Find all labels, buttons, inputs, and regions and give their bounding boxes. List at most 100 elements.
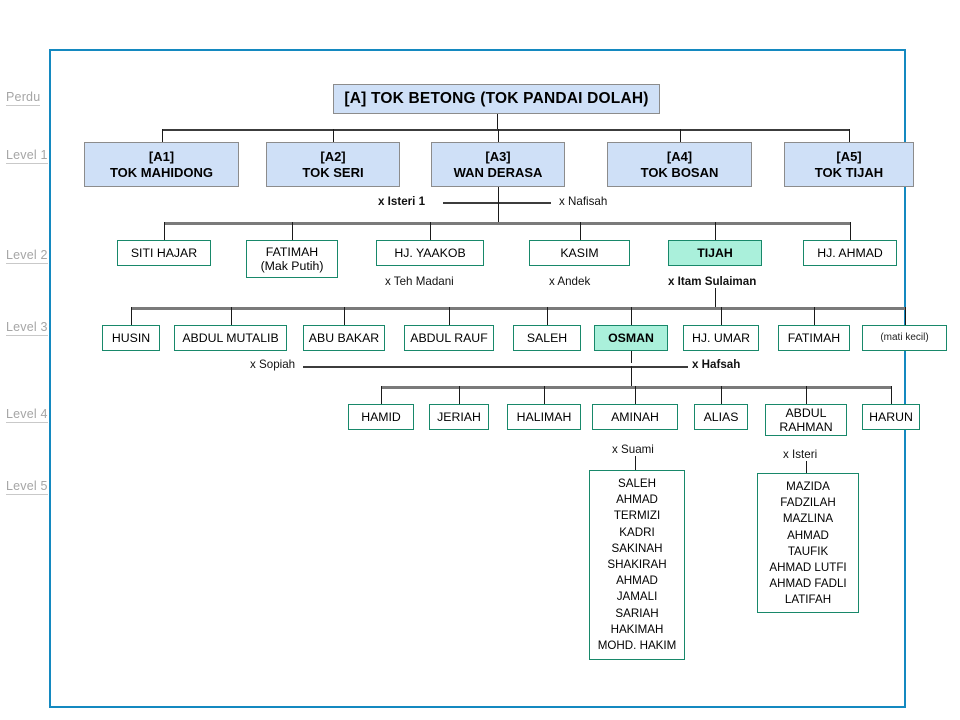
list-item: AHMAD [616, 493, 658, 507]
list-item: MAZLINA [782, 512, 834, 526]
connector-vertical [498, 202, 499, 212]
node-level3-fatimah-7[interactable]: FATIMAH [778, 325, 850, 351]
node-level2-siti-hajar[interactable]: SITI HAJAR [117, 240, 211, 266]
connector-vertical [498, 212, 499, 222]
connector-vertical [679, 129, 681, 142]
node-name: TOK BOSAN [640, 164, 719, 180]
node-name: TIJAH [697, 245, 733, 260]
connector-vertical [850, 222, 851, 240]
connector-vertical [631, 378, 632, 386]
spouse-isteri-1: x Isteri 1 [378, 195, 426, 208]
node-root-tok-betong[interactable]: [A] TOK BETONG (TOK PANDAI DOLAH) [333, 84, 660, 114]
node-level4-harun[interactable]: HARUN [862, 404, 920, 430]
node-level4-aminah[interactable]: AMINAH [592, 404, 678, 430]
list-item: MAZIDA [786, 480, 830, 493]
connector-vertical [230, 307, 232, 325]
connector-vertical [631, 351, 632, 363]
node-name: HUSIN [111, 330, 151, 345]
connector-vertical [891, 386, 892, 404]
node-name: HJ. AHMAD [817, 245, 883, 260]
node-name: JERIAH [437, 409, 481, 424]
gutter-label-level-4: Level 4 [6, 407, 48, 423]
list-item: HAKIMAH [610, 622, 664, 636]
list-item: AHMAD LUTFI [769, 561, 847, 575]
node-name: ALIAS [703, 409, 739, 424]
node-level3-saleh-4[interactable]: SALEH [513, 325, 581, 351]
node-code: [A1] [148, 149, 175, 165]
node-level4-jeriah[interactable]: JERIAH [429, 404, 489, 430]
gutter-label-level-2: Level 2 [6, 248, 48, 264]
node-name: AMINAH [611, 409, 659, 424]
node-level3-abdul-mutalib-1[interactable]: ABDUL MUTALIB [174, 325, 287, 351]
node-level2-fatimah[interactable]: FATIMAH(Mak Putih) [246, 240, 338, 278]
spouse-itam-sulaiman: x Itam Sulaiman [668, 275, 757, 288]
node-level2-hj-yaakob[interactable]: HJ. YAAKOB [376, 240, 484, 266]
connector-vertical [849, 129, 850, 142]
sibling-rail [303, 366, 688, 368]
node-level2-kasim[interactable]: KASIM [529, 240, 630, 266]
node-level1-tok-bosan[interactable]: [A4]TOK BOSAN [607, 142, 752, 187]
root-label: [A] TOK BETONG (TOK PANDAI DOLAH) [344, 89, 649, 107]
node-level1-tok-seri[interactable]: [A2]TOK SERI [266, 142, 400, 187]
list-item: SHAKIRAH [607, 558, 667, 572]
node-level4-hamid[interactable]: HAMID [348, 404, 414, 430]
sibling-rail [381, 386, 891, 389]
connector-vertical [292, 222, 293, 240]
connector-vertical [131, 307, 132, 325]
node-level1-wan-derasa[interactable]: [A3]WAN DERASA [431, 142, 565, 187]
node-name: HJ. YAAKOB [394, 245, 466, 260]
node-level2-hj-ahmad[interactable]: HJ. AHMAD [803, 240, 897, 266]
connector-vertical [164, 222, 165, 240]
node-name: FATIMAH [265, 244, 319, 259]
list-item: SAKINAH [611, 541, 663, 555]
connector-vertical [721, 386, 722, 404]
connector-vertical [449, 307, 450, 325]
node-level3-osman-5[interactable]: OSMAN [594, 325, 668, 351]
connector-vertical [430, 222, 431, 240]
connector-vertical [333, 129, 334, 142]
node-level4-alias[interactable]: ALIAS [694, 404, 748, 430]
node-subname: (Mak Putih) [260, 259, 324, 273]
connector-vertical [459, 386, 460, 404]
list-item: SARIAH [615, 606, 659, 620]
spouse-teh-madani: x Teh Madani [385, 275, 454, 288]
list-item: AHMAD [787, 528, 829, 542]
gutter-label-level-1: Level 1 [6, 148, 48, 164]
node-level2-tijah[interactable]: TIJAH [668, 240, 762, 266]
list-item: SALEH [617, 477, 657, 490]
node-name: KASIM [560, 245, 599, 260]
sibling-rail [443, 202, 551, 204]
node-level3-husin-0[interactable]: HUSIN [102, 325, 160, 351]
node-name: TOK MAHIDONG [109, 164, 214, 180]
connector-vertical [904, 307, 906, 325]
node-level1-tok-tijah[interactable]: [A5]TOK TIJAH [784, 142, 914, 187]
node-name: HARUN [869, 409, 913, 424]
node-name: TOK TIJAH [814, 164, 884, 180]
list-item: TAUFIK [787, 544, 829, 558]
node-level3-abu-bakar-2[interactable]: ABU BAKAR [303, 325, 385, 351]
list-item: FADZILAH [780, 496, 836, 510]
node-level3-abdul-rauf-3[interactable]: ABDUL RAUF [404, 325, 494, 351]
node-level3-hj-umar-6[interactable]: HJ. UMAR [683, 325, 759, 351]
node-name: ABDUL [785, 405, 827, 420]
connector-vertical [631, 307, 632, 325]
node-level4-halimah[interactable]: HALIMAH [507, 404, 581, 430]
node-level3--mati-kecil--8[interactable]: (mati kecil) [862, 325, 947, 351]
node-name: SALEH [526, 330, 568, 345]
connector-vertical [161, 129, 163, 142]
node-level1-tok-mahidong[interactable]: [A1]TOK MAHIDONG [84, 142, 239, 187]
node-code: [A3] [485, 149, 511, 165]
connector-vertical [544, 386, 545, 404]
list-item: AHMAD [616, 574, 658, 588]
list-item: TERMIZI [613, 509, 661, 523]
connector-vertical [814, 307, 815, 325]
connector-vertical [715, 288, 716, 307]
sibling-rail [164, 222, 850, 225]
list-item: MOHD. HAKIM [597, 639, 677, 653]
node-name: ABDUL RAUF [410, 330, 488, 345]
connector-vertical [579, 222, 581, 240]
node-level5-abdul-rahman-children[interactable]: MAZIDA FADZILAH MAZLINA AHMAD TAUFIK AHMAD LU… [757, 473, 859, 613]
connector-vertical [344, 307, 345, 325]
